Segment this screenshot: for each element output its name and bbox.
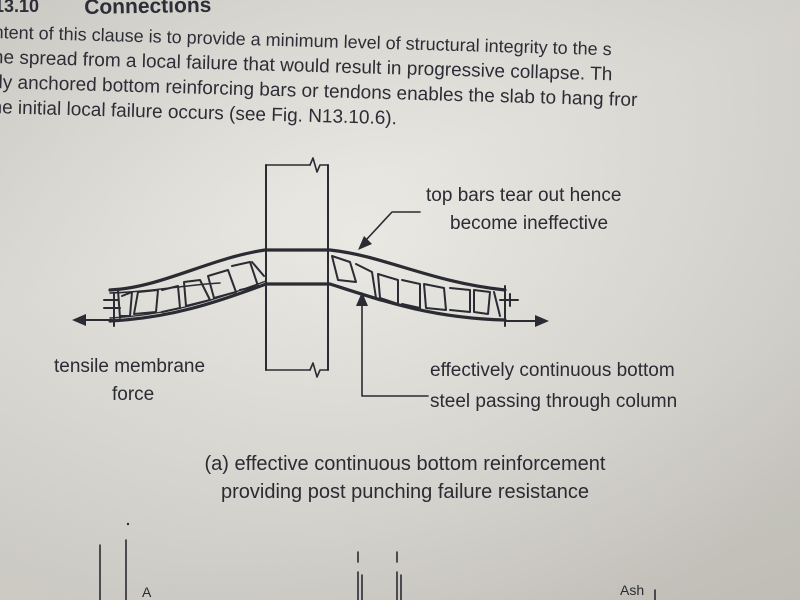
- section-number: 13.10: [0, 0, 40, 16]
- cracked-slab: [117, 255, 501, 319]
- figure-caption: (a) effective continuous bottom reinforc…: [155, 450, 655, 506]
- annotation-continuous-line1: effectively continuous bottom: [430, 360, 675, 381]
- dot-mark: [126, 522, 130, 526]
- column: [265, 157, 329, 378]
- next-figure-label-right: Ash: [620, 582, 645, 598]
- leader-bottom-steel: [356, 292, 429, 397]
- tensile-arrow-right: [504, 315, 549, 327]
- tensile-arrow-left: [72, 314, 113, 326]
- caption-line2: providing post punching failure resistan…: [221, 481, 589, 503]
- annotation-tensile-line1: tensile membrane: [54, 356, 206, 377]
- annotation-continuous-line2: steel passing through column: [430, 391, 678, 412]
- top-bars: [108, 248, 507, 294]
- bar-ends: [103, 285, 519, 327]
- leader-top-bars: [358, 211, 421, 250]
- annotation-top-bars-line1: top bars tear out hence: [426, 185, 622, 206]
- annotation-tensile-line2: force: [112, 384, 155, 405]
- caption-line1: (a) effective continuous bottom reinforc…: [204, 453, 606, 475]
- annotation-top-bars-line2: become ineffective: [450, 213, 609, 234]
- next-figure-stubs: [99, 539, 656, 600]
- next-figure-label-left: A: [142, 584, 152, 600]
